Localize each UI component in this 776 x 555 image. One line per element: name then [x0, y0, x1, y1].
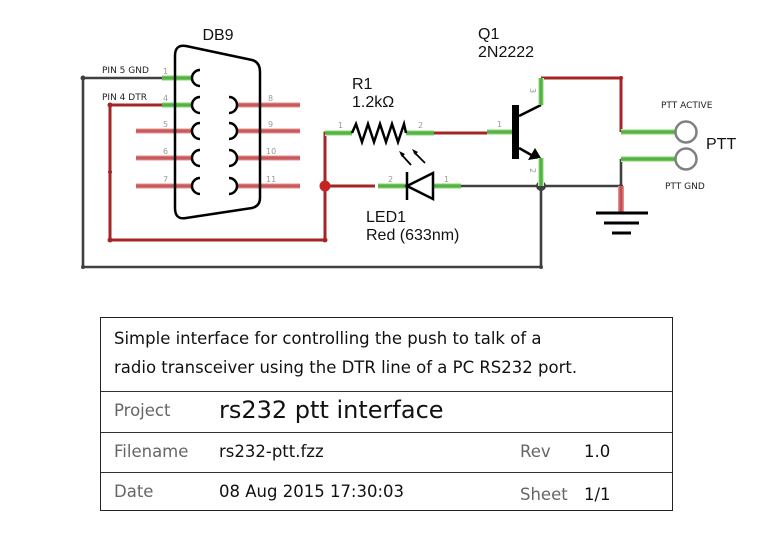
light-emission-arrows-icon [399, 149, 426, 166]
led-triangle [404, 170, 435, 202]
filename-label: Filename [114, 442, 189, 461]
db9-shell [173, 44, 262, 220]
pin4-dtr-label: PIN 4 DTR [102, 93, 147, 103]
junction-dot [319, 180, 331, 192]
description: Simple interface for controlling the pus… [114, 324, 577, 382]
q1-value-label: 2N2222 [478, 44, 534, 61]
wire-bend [539, 265, 543, 269]
rev-value: 1.0 [584, 442, 611, 461]
project-value: rs232 ptt interface [219, 396, 444, 424]
led-ref-label: LED1 [366, 209, 406, 226]
r1-value-label: 1.2kΩ [352, 94, 394, 111]
pin-number: 5 [163, 120, 168, 129]
q1-collector-lead [518, 103, 542, 118]
date-row: Date 08 Aug 2015 17:30:03 Sheet 1/1 [101, 472, 672, 510]
ptt-active-label: PTT ACTIVE [661, 101, 713, 111]
ptt-gnd-label: PTT GND [665, 182, 705, 192]
pin-number: 2 [388, 175, 393, 184]
filename-row: Filename rs232-ptt.fzz Rev 1.0 [101, 432, 672, 472]
pin5-gnd-label: PIN 5 GND [102, 66, 149, 76]
left-unconnected-pins [136, 128, 192, 189]
title-block: Simple interface for controlling the pus… [100, 317, 673, 511]
wire-bend [619, 76, 623, 80]
sheet-label: Sheet [520, 485, 568, 504]
ptt-gnd-terminal[interactable] [674, 147, 698, 171]
resistor-r1[interactable]: R1 1.2kΩ 1 2 [325, 76, 434, 146]
pin-number: 2 [528, 168, 537, 173]
pin-number: 10 [266, 147, 276, 156]
wire-collector-ptt[interactable] [541, 76, 623, 132]
pin-number: 6 [163, 147, 168, 156]
wire-bend [107, 237, 113, 243]
db9-ref-label: DB9 [202, 27, 233, 44]
project-row: Project rs232 ptt interface [101, 391, 672, 432]
ptt-connector[interactable]: PTT ACTIVE PTT GND PTT [621, 101, 736, 192]
project-label: Project [114, 401, 171, 420]
pin-number: 2 [418, 121, 423, 130]
pin-number: 9 [268, 120, 273, 129]
wire-bend [108, 170, 112, 174]
led-led1[interactable]: 2 1 LED1 Red (633nm) [366, 149, 461, 244]
ptt-active-terminal[interactable] [674, 120, 698, 144]
wire-bend [107, 102, 113, 108]
led-value-label: Red (633nm) [366, 227, 459, 244]
rev-label: Rev [520, 442, 551, 461]
date-value: 08 Aug 2015 17:30:03 [219, 482, 405, 501]
q1-base-bar [512, 105, 519, 159]
pin-number: 7 [163, 175, 168, 184]
pin-number: 8 [268, 94, 273, 103]
right-unconnected-pins [237, 102, 300, 189]
wire-bend [81, 265, 85, 269]
sheet-value: 1/1 [584, 485, 611, 504]
pin-number: 3 [528, 88, 537, 93]
pin-number: 1 [444, 175, 449, 184]
filename-value: rs232-ptt.fzz [219, 442, 324, 461]
q1-emitter-arrow-icon [528, 148, 541, 160]
ground-symbol-icon [596, 211, 648, 235]
db9-connector[interactable]: DB9 PIN 5 GND PIN 4 DTR 1 [102, 27, 300, 220]
r1-ref-label: R1 [352, 76, 373, 93]
pin-number: 1 [497, 120, 502, 129]
wire-bend [322, 237, 328, 243]
wire-bend [80, 75, 86, 81]
pin-number: 1 [338, 121, 343, 130]
resistor-zigzag [350, 119, 408, 146]
ptt-ref-label: PTT [706, 136, 736, 153]
pin-number: 4 [163, 94, 168, 103]
pin-number: 11 [266, 175, 276, 184]
description-line-2: radio transceiver using the DTR line of … [114, 358, 578, 377]
schematic-diagram: DB9 PIN 5 GND PIN 4 DTR 1 [80, 26, 736, 269]
db9-socket-arcs [190, 68, 239, 196]
date-label: Date [114, 482, 154, 501]
wire-pin4-dtr[interactable] [108, 103, 340, 242]
q1-emitter-lead [518, 146, 534, 158]
description-line-1: Simple interface for controlling the pus… [114, 329, 542, 348]
pin-number: 1 [163, 67, 168, 76]
q1-ref-label: Q1 [478, 26, 499, 43]
transistor-q1[interactable]: Q1 2N2222 1 2 3 [478, 26, 544, 186]
